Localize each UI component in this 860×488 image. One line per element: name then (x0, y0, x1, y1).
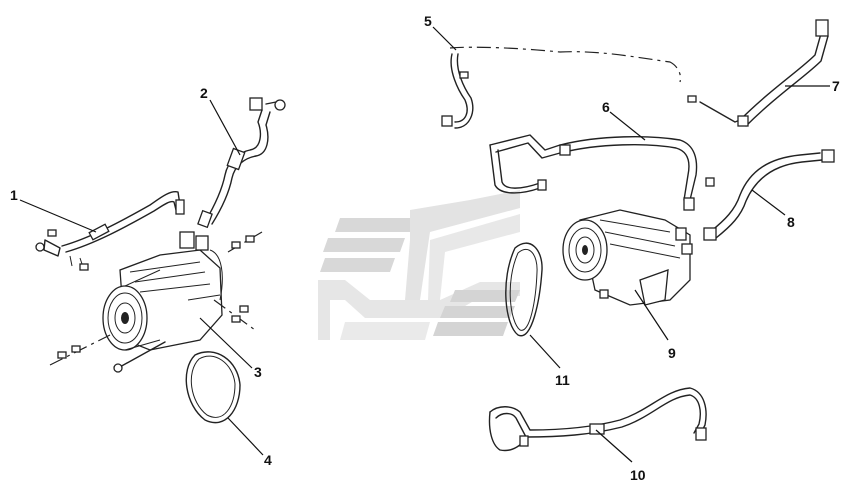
callout-9: 9 (634, 289, 676, 361)
callout-5-label: 5 (424, 13, 432, 29)
callout-3: 3 (199, 317, 262, 380)
callout-11-label: 11 (555, 372, 570, 388)
callout-6-label: 6 (602, 99, 610, 115)
callout-1-label: 1 (10, 187, 18, 203)
part-7-hose (687, 19, 829, 127)
callout-8-label: 8 (787, 214, 795, 230)
part-2-hose (197, 97, 286, 229)
callout-10-label: 10 (630, 467, 646, 483)
callout-1: 1 (10, 187, 97, 233)
callout-7-label: 7 (832, 78, 840, 94)
watermark-logo (318, 190, 520, 340)
part-10-hose (488, 387, 707, 452)
callout-6: 6 (602, 99, 646, 141)
callout-2-label: 2 (200, 85, 208, 101)
callout-8: 8 (751, 189, 795, 230)
left-fasteners (49, 231, 263, 373)
callout-5: 5 (424, 13, 457, 51)
callout-7: 7 (785, 78, 840, 94)
callout-2: 2 (200, 85, 241, 156)
callout-3-label: 3 (254, 364, 262, 380)
callout-4: 4 (227, 417, 272, 468)
part-11-belt (505, 242, 543, 337)
callout-11: 11 (529, 334, 570, 388)
part-6-hose (489, 134, 715, 211)
callout-10: 10 (595, 429, 646, 483)
callout-4-label: 4 (264, 452, 272, 468)
part-8-hose (703, 149, 835, 241)
part-4-belt (185, 351, 241, 424)
part-1-hose (35, 191, 185, 271)
part-3-compressor (102, 231, 223, 351)
callout-9-label: 9 (668, 345, 676, 361)
part-5-line (441, 46, 682, 129)
part-9-compressor (562, 209, 693, 306)
